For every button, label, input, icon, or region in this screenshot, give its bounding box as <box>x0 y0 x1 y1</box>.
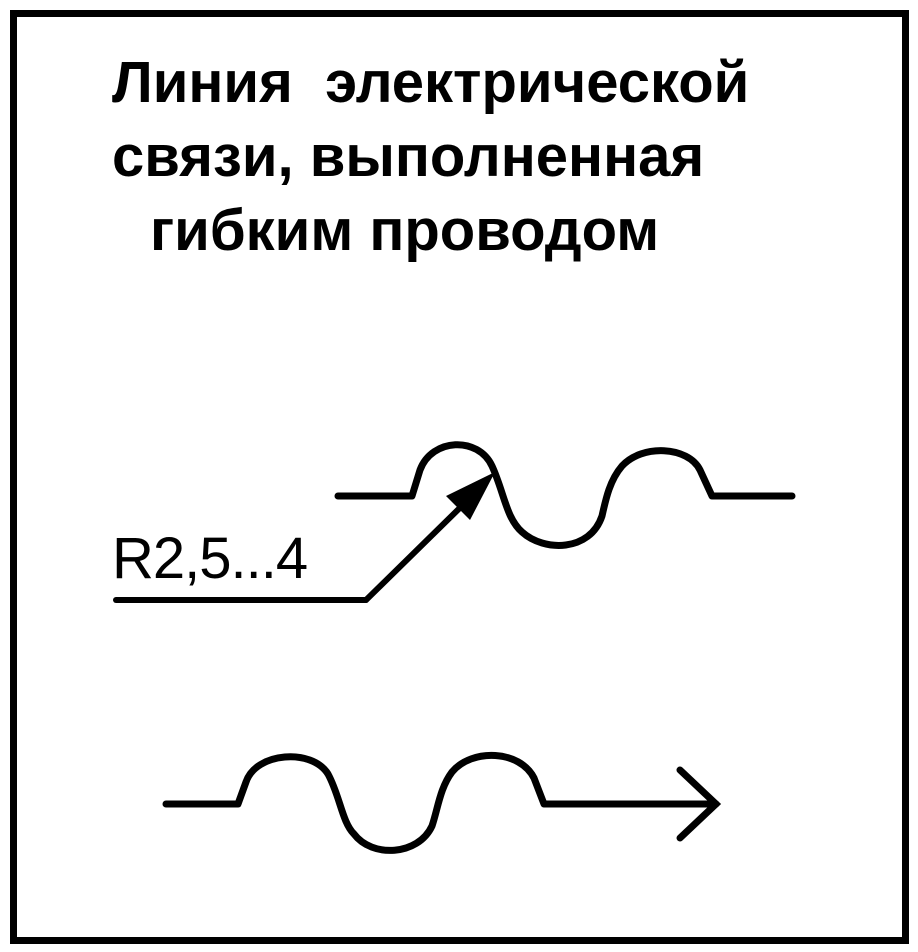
title-line-1: Линия электрической <box>112 50 750 115</box>
lower-flexible-wire-symbol <box>162 751 722 854</box>
title-line-2: связи, выполненная <box>112 124 705 189</box>
radius-label: R2,5...4 <box>112 526 308 591</box>
radius-leader-line <box>363 493 475 603</box>
upper-flexible-wire-symbol <box>334 441 796 549</box>
diagram-frame <box>10 10 909 944</box>
title-line-3: гибким проводом <box>150 198 660 263</box>
lower-wire-path <box>162 751 720 854</box>
radius-callout <box>113 472 495 603</box>
lower-arrowhead-icon <box>676 766 722 842</box>
upper-wire-path <box>334 441 796 549</box>
radius-arrowhead-icon <box>446 472 495 520</box>
